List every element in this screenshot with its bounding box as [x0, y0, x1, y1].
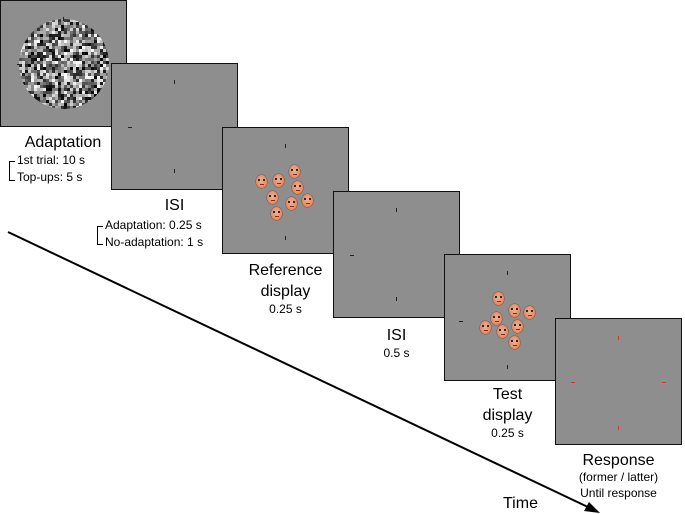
- fixation-bottom: [507, 365, 508, 369]
- response-until: Until response: [580, 486, 657, 500]
- response-marker-top: [618, 336, 619, 340]
- response-marker-left: [571, 382, 575, 383]
- response-marker-bottom: [618, 426, 619, 430]
- test-panel: [444, 254, 571, 381]
- fixation-top: [285, 144, 286, 148]
- reference-panel: [222, 127, 349, 254]
- face-stimulus: [273, 174, 284, 187]
- isi-2-duration: 0.5 s: [383, 346, 410, 360]
- noise-adaptor: [19, 19, 109, 109]
- adaptation-panel: [0, 0, 127, 127]
- adaptation-first-trial: 1st trial: 10 s: [17, 153, 86, 167]
- face-stimulus: [493, 292, 504, 305]
- fixation-top: [507, 271, 508, 275]
- face-stimulus: [256, 175, 267, 188]
- face-stimulus: [491, 312, 502, 325]
- adaptation-top-ups: Top-ups: 5 s: [17, 170, 83, 184]
- response-choice: (former / latter): [578, 470, 659, 484]
- isi-1-bracket: [97, 226, 103, 245]
- face-stimulus: [302, 194, 313, 207]
- isi-1-no-adaptation: No-adaptation: 1 s: [105, 235, 204, 249]
- fixation-top: [63, 17, 64, 21]
- time-label: Time: [503, 495, 538, 512]
- fixation-bottom: [174, 169, 175, 173]
- face-stimulus: [497, 325, 508, 338]
- fixation-top: [174, 80, 175, 84]
- face-stimulus: [271, 207, 282, 220]
- face-stimulus: [509, 304, 520, 317]
- isi-2-title: ISI: [386, 327, 407, 344]
- response-marker-right: [662, 382, 666, 383]
- fixation-left: [459, 321, 463, 322]
- isi-panel-1: [111, 63, 238, 190]
- reference-title-1: Reference: [248, 262, 323, 279]
- isi-panel-2: [333, 191, 460, 318]
- isi-1-title: ISI: [164, 197, 185, 214]
- face-stimulus: [524, 306, 535, 319]
- response-title: Response: [582, 452, 655, 469]
- fixation-top: [396, 208, 397, 212]
- fixation-left: [17, 64, 21, 65]
- fixation-bottom: [396, 297, 397, 301]
- fixation-bottom: [285, 236, 286, 240]
- response-panel: [555, 318, 682, 445]
- test-duration: 0.25 s: [491, 426, 524, 440]
- face-stimulus: [267, 191, 278, 204]
- adaptation-bracket: [9, 161, 15, 181]
- face-stimulus: [480, 321, 491, 334]
- adaptation-title: Adaptation: [24, 134, 102, 151]
- face-stimulus: [286, 197, 297, 210]
- isi-1-adaptation: Adaptation: 0.25 s: [105, 218, 202, 232]
- face-stimulus: [509, 336, 520, 349]
- fixation-left: [128, 127, 132, 128]
- test-title-2: display: [482, 407, 533, 424]
- test-title-1: Test: [492, 386, 523, 403]
- fixation-left: [350, 255, 354, 256]
- face-stimulus: [292, 181, 303, 194]
- face-stimulus: [512, 320, 523, 333]
- reference-title-2: display: [260, 283, 311, 300]
- face-stimulus: [289, 165, 300, 178]
- reference-duration: 0.25 s: [269, 302, 302, 316]
